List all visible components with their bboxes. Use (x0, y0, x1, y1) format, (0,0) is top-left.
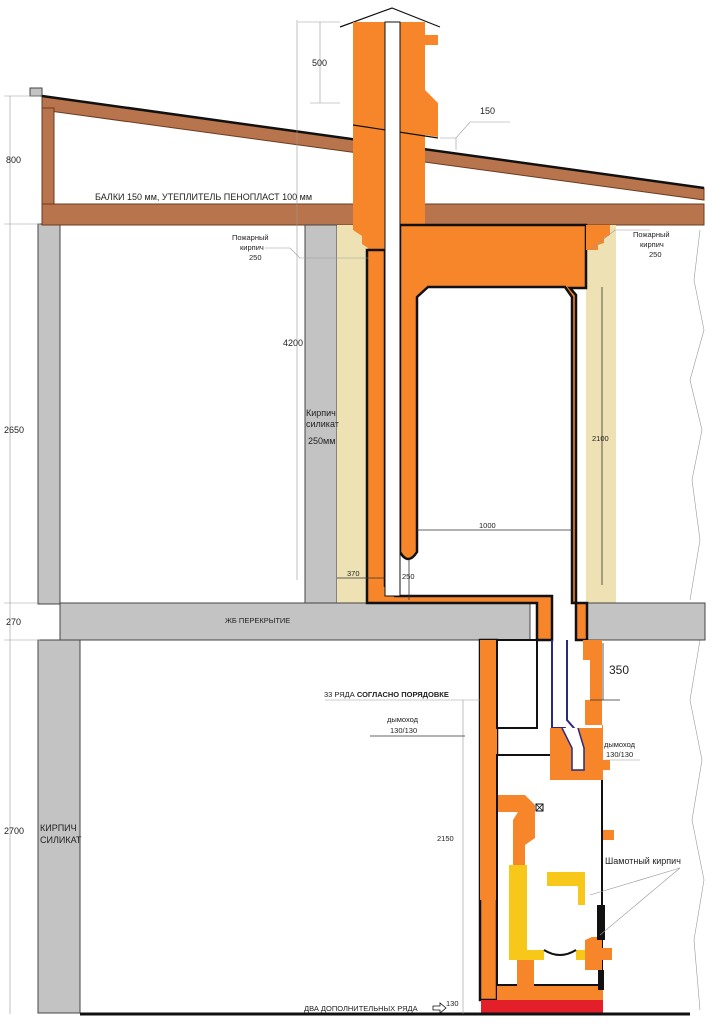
flue-right-2: 130/130 (606, 750, 633, 759)
dim-150: 150 (480, 106, 495, 116)
fire-brick-left-2: кирпич (240, 243, 264, 252)
fire-brick-left-3: 250 (249, 253, 262, 262)
right-wall-edge (689, 229, 705, 1011)
silicate-lower-2: СИЛИКАТ (40, 835, 82, 845)
concrete-slab-right (586, 602, 706, 641)
dim-250: 250 (402, 572, 415, 581)
fire-brick-right (586, 225, 616, 603)
firebox-arch (498, 795, 535, 865)
ash-door (598, 970, 604, 990)
dim-4200: 4200 (283, 338, 303, 348)
cornice-right (586, 225, 610, 250)
dimension-lines (4, 20, 681, 1014)
chamotte-top (547, 872, 585, 905)
chimney-cap (339, 7, 441, 28)
stove-inner-channel (561, 727, 585, 771)
dim-2650: 2650 (4, 425, 24, 435)
extra-rows-label: ДВА ДОПОЛНИТЕЛЬНЫХ РЯДА (304, 1004, 418, 1013)
left-wall-lower (37, 639, 81, 1014)
left-wall-upper (37, 223, 61, 605)
dim-800: 800 (6, 155, 21, 165)
chamotte-bottom (509, 950, 544, 960)
rows-bold: СОГЛАСНО ПОРЯДОВКЕ (357, 690, 449, 699)
silicate-upper-2: силикат (306, 419, 339, 429)
slab-label: ЖБ ПЕРЕКРЫТИЕ (225, 616, 290, 625)
stove-chamber-top (496, 639, 538, 729)
fire-brick-left-1: Пожарный (232, 233, 269, 242)
concrete-slab-left (59, 602, 531, 641)
chamotte-small (576, 950, 586, 960)
dim-2700: 2700 (4, 826, 24, 836)
silicate-lower-1: КИРПИЧ (40, 823, 77, 833)
dim-130: 130 (446, 999, 459, 1008)
ash-pit-column (517, 960, 534, 990)
chamotte-label: Шамотный кирпич (605, 856, 681, 866)
fire-door (597, 905, 605, 940)
rows-label: 33 РЯДА СОГЛАСНО ПОРЯДОВКЕ (324, 690, 449, 699)
flue-channel (384, 21, 401, 597)
upper-loop-top (398, 223, 589, 642)
dim-2150: 2150 (437, 834, 454, 843)
fire-brick-left (337, 225, 369, 603)
dim-500: 500 (312, 58, 327, 68)
fire-brick-right-3: 250 (649, 250, 662, 259)
dim-1000: 1000 (479, 521, 496, 530)
door-block (585, 937, 612, 970)
dim-270: 270 (6, 617, 21, 627)
flue-left-2: 130/130 (390, 726, 417, 735)
dim-350: 350 (609, 663, 629, 677)
roof-post (41, 107, 55, 205)
grate (543, 949, 577, 956)
dim-370: 370 (347, 569, 360, 578)
fire-brick-right-1: Пожарный (633, 230, 670, 239)
flue-right-1: дымоход (604, 740, 636, 749)
rows-prefix: 33 РЯДА (324, 690, 355, 699)
dim-2100: 2100 (592, 434, 609, 443)
chamotte-wall (509, 865, 527, 960)
post-cap (29, 87, 43, 97)
flue-left-1: дымоход (387, 715, 419, 724)
arrow-right-icon (432, 1002, 447, 1014)
silicate-upper-3: 250мм (308, 436, 335, 446)
damper-cross (535, 803, 544, 812)
beams-label: БАЛКИ 150 мм, УТЕПЛИТЕЛЬ ПЕНОПЛАСТ 100 м… (95, 192, 312, 202)
silicate-upper-1: Кирпич (306, 408, 336, 418)
base-rows (481, 1000, 603, 1014)
fire-brick-right-2: кирпич (640, 240, 664, 249)
